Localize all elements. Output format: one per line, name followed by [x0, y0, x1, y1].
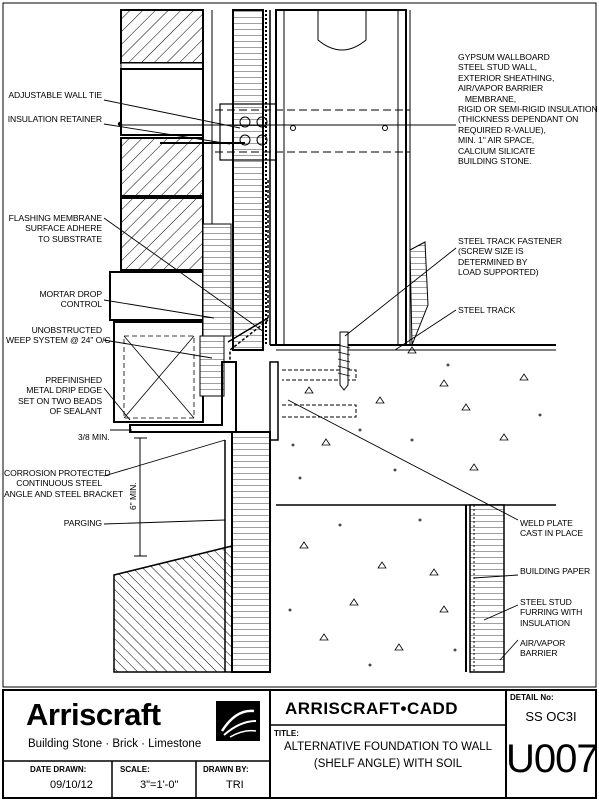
label-line: SURFACE ADHERE [25, 223, 102, 234]
label-parging: PARGING [6, 518, 102, 528]
label-line: STEEL TRACK FASTENER [458, 236, 563, 246]
label-steel-track: STEEL TRACK [458, 305, 594, 315]
label-shelf-angle: CORROSION PROTECTED CONTINUOUS STEEL ANG… [4, 468, 124, 499]
title-label: TITLE: [274, 729, 299, 738]
label-building-paper: BUILDING PAPER [520, 566, 596, 576]
scale-label: SCALE: [120, 765, 150, 774]
company-name: ARRISCRAFT•CADD [285, 699, 459, 718]
label-line: LOAD SUPPORTED) [458, 267, 539, 278]
label-line: WELD PLATE [520, 518, 573, 528]
date-drawn-value: 09/10/12 [50, 779, 93, 791]
dimension-6-min: 6" MIN. [128, 482, 138, 510]
label-line: TO SUBSTRATE [38, 233, 102, 244]
label-insulation-retainer: INSULATION RETAINER [6, 114, 102, 124]
stone-veneer [109, 9, 204, 423]
label-line: SET ON TWO BEADS [17, 395, 102, 406]
label-line: CONTINUOUS STEEL [16, 478, 102, 489]
label-line: STEEL TRACK [458, 305, 516, 315]
title-block: Arriscraft Building Stone · Brick · Lime… [0, 689, 599, 800]
title-line-2: (SHELF ANGLE) WITH SOIL [313, 758, 463, 770]
label-line: CONTROL [60, 299, 102, 310]
label-line: WEEP SYSTEM @ 24" O/C [6, 335, 111, 346]
detail-label: DETAIL No: [510, 693, 554, 702]
label-line: DETERMINED BY [458, 256, 528, 267]
title-block-grid [2, 689, 597, 799]
leader-lines-right [120, 124, 519, 661]
label-line: BUILDING STONE. [458, 156, 532, 167]
label-line: ANGLE AND STEEL BRACKET [4, 488, 124, 499]
title-line-1: ALTERNATIVE FOUNDATION TO WALL [283, 741, 493, 753]
concrete-aggregate [288, 346, 542, 667]
dimension-3-8-min: 3/8 MIN. [78, 432, 110, 442]
label-line: CORROSION PROTECTED [4, 468, 111, 478]
label-line: BARRIER [520, 648, 558, 659]
label-line: PREFINISHED [45, 375, 102, 385]
label-line: (THICKNESS DEPENDANT ON [458, 114, 579, 125]
label-wall-assembly: GYPSUM WALLBOARD STEEL STUD WALL, EXTERI… [458, 52, 598, 167]
arriscraft-logo-icon [216, 701, 260, 741]
label-line: BUILDING PAPER [520, 566, 591, 576]
label-line: AIR/VAPOR [520, 638, 566, 648]
label-line: STEEL STUD [520, 597, 572, 607]
label-line: MEMBRANE, [458, 93, 517, 104]
brand-tagline: Building Stone · Brick · Limestone [28, 738, 202, 750]
label-line: AIR/VAPOR BARRIER [458, 83, 544, 94]
scale-value: 3"=1'-0" [140, 779, 179, 791]
label-line: UNOBSTRUCTED [31, 325, 103, 335]
label-adjustable-wall-tie: ADJUSTABLE WALL TIE [6, 90, 102, 100]
label-line: EXTERIOR SHEATHING, [458, 72, 555, 83]
label-line: (SCREW SIZE IS [458, 246, 524, 257]
brand-name: Arriscraft [26, 697, 161, 732]
label-line: PARGING [63, 518, 102, 528]
label-air-vapor-barrier: AIR/VAPOR BARRIER [520, 638, 596, 659]
label-line: METAL DRIP EDGE [26, 385, 102, 396]
label-track-fastener: STEEL TRACK FASTENER (SCREW SIZE IS DETE… [458, 236, 594, 278]
date-drawn-label: DATE DRAWN: [30, 765, 87, 774]
label-line: MIN. 1" AIR SPACE, [458, 135, 535, 146]
label-line: CAST IN PLACE [520, 528, 584, 539]
label-mortar-drop-control: MORTAR DROP CONTROL [6, 289, 102, 310]
label-line: INSULATION [520, 617, 570, 628]
label-line: GYPSUM WALLBOARD [458, 52, 550, 62]
label-stud-furring: STEEL STUD FURRING WITH INSULATION [520, 597, 596, 628]
label-drip-edge: PREFINISHED METAL DRIP EDGE SET ON TWO B… [6, 375, 102, 417]
detail-code: SS OC3I [525, 709, 577, 724]
label-line: ADJUSTABLE WALL TIE [8, 90, 102, 100]
label-line: FURRING WITH [520, 607, 583, 618]
label-line: CALCIUM SILICATE [458, 145, 536, 156]
label-line: FLASHING MEMBRANE [8, 213, 102, 223]
label-line: REQUIRED R-VALUE), [458, 124, 546, 135]
drawn-by-value: TRI [226, 779, 244, 791]
label-line: RIGID OR SEMI-RIGID INSULATION [458, 104, 598, 115]
label-weld-plate: WELD PLATE CAST IN PLACE [520, 518, 596, 539]
label-line: OF SEALANT [49, 406, 103, 417]
label-weep-system: UNOBSTRUCTED WEEP SYSTEM @ 24" O/C [6, 325, 111, 346]
section-detail-drawing [2, 2, 597, 688]
drawn-by-label: DRAWN BY: [203, 765, 249, 774]
label-line: STEEL STUD WALL, [458, 62, 537, 73]
label-flashing-membrane: FLASHING MEMBRANE SURFACE ADHERE TO SUBS… [6, 213, 102, 244]
label-line: INSULATION RETAINER [7, 114, 102, 124]
leader-lines-left [103, 99, 265, 525]
label-line: MORTAR DROP [39, 289, 102, 299]
detail-number: U007 [506, 737, 599, 781]
